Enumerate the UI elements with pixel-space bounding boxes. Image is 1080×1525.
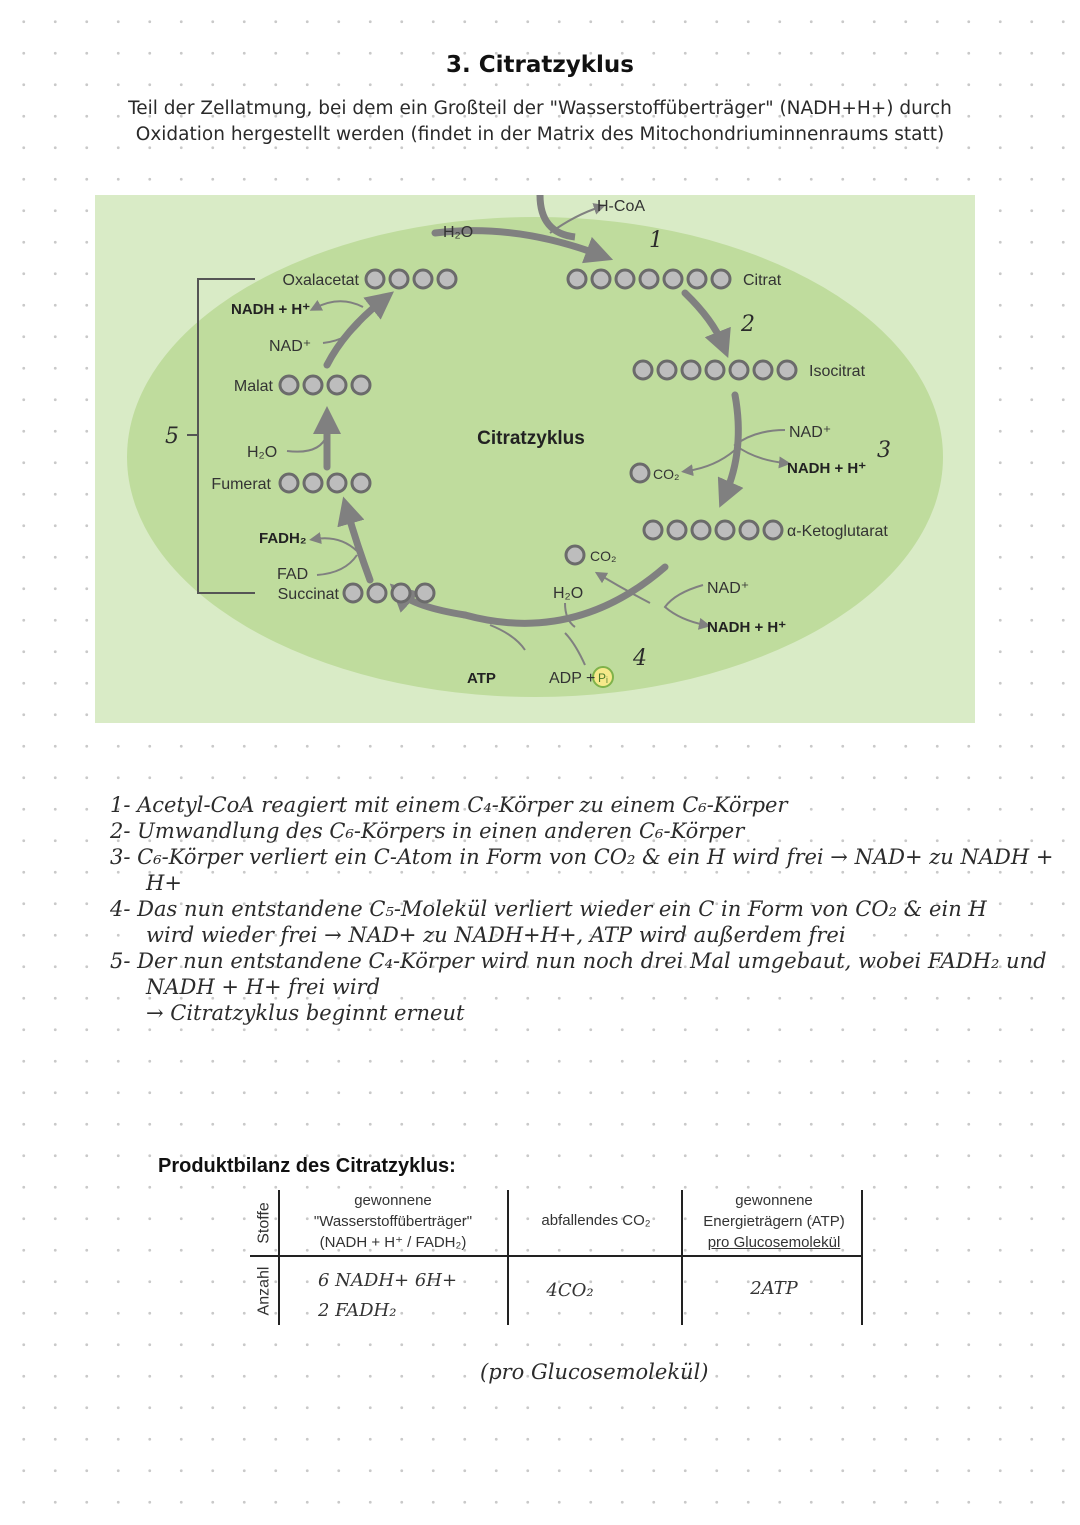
label-atp: ATP bbox=[467, 670, 496, 687]
co2-molecule-3 bbox=[629, 462, 651, 484]
arrow-succinat-fumerat bbox=[337, 496, 374, 584]
chain-oxalacetat bbox=[364, 268, 458, 290]
arrow-nad-nadh-1 bbox=[309, 299, 364, 311]
value-nadh: 6 NADH+ 6H+ bbox=[318, 1270, 458, 1291]
arrow-citrat-isocitrat bbox=[681, 289, 731, 358]
handwritten-notes: 1- Acetyl-CoA reagiert mit einem C₄-Körp… bbox=[110, 792, 1054, 1026]
arrow-fad bbox=[316, 554, 358, 576]
header-atp-l3: pro Glucosemolekül bbox=[707, 1234, 841, 1251]
chain-fumerat bbox=[278, 472, 372, 494]
label-citrat: Citrat bbox=[743, 272, 782, 289]
label-fad: FAD bbox=[277, 566, 308, 583]
arrow-nad-nadh-1b bbox=[322, 319, 364, 344]
arrow-atp bbox=[489, 624, 526, 651]
step-number-1: 1 bbox=[649, 228, 663, 253]
intro-line-2: Oxidation hergestellt werden (findet in … bbox=[135, 124, 945, 145]
label-succinat: Succinat bbox=[278, 586, 340, 603]
row-label-stoffe: Stoffe bbox=[255, 1202, 273, 1244]
note-line-4: 4- Das nun entstandene C₅-Molekül verlie… bbox=[110, 897, 987, 921]
chain-malat bbox=[278, 374, 372, 396]
row-label-anzahl-cell: Anzahl bbox=[250, 1258, 278, 1324]
label-oxalacetat: Oxalacetat bbox=[283, 272, 360, 289]
arrow-co2-3 bbox=[681, 449, 736, 477]
chain-succinat bbox=[342, 582, 436, 604]
arrow-malat-oxalacetat bbox=[323, 291, 394, 369]
note-line-3b: H+ bbox=[146, 871, 182, 895]
label-fumerat: Fumerat bbox=[211, 476, 271, 493]
co2-molecule-4 bbox=[564, 544, 586, 566]
value-co2: 4CO₂ bbox=[546, 1280, 594, 1301]
mitochondrion-ellipse bbox=[127, 217, 943, 697]
arrow-acetyl-coa bbox=[536, 195, 576, 241]
label-h2o-4: H₂O bbox=[553, 585, 583, 602]
label-p: Pᵢ bbox=[598, 671, 608, 685]
table-grid bbox=[250, 1190, 863, 1325]
label-h-coa: H-CoA bbox=[597, 198, 645, 215]
value-atp: 2ATP bbox=[750, 1278, 798, 1299]
label-center-citratzyklus: Citratzyklus bbox=[477, 428, 585, 449]
label-nad-3: NAD⁺ bbox=[789, 424, 831, 441]
label-isocitrat: Isocitrat bbox=[809, 363, 866, 380]
step-number-3: 3 bbox=[877, 438, 891, 463]
citratzyklus-diagram: Oxalacetat Citrat Isocitrat α-Ketoglutar… bbox=[95, 195, 975, 723]
arrow-h2o-4 bbox=[564, 602, 576, 628]
label-co2-3: CO₂ bbox=[653, 466, 679, 482]
step-number-2: 2 bbox=[740, 312, 755, 337]
header-co2-l1: abfallendes CO₂ bbox=[541, 1212, 651, 1229]
label-adp: ADP + bbox=[549, 670, 595, 687]
table-title: Produktbilanz des Citratzyklus: bbox=[158, 1155, 456, 1177]
label-nad-1: NAD⁺ bbox=[269, 338, 311, 355]
page-title: 3. Citratzyklus bbox=[446, 52, 634, 78]
arrow-h2o-fumerat bbox=[286, 434, 328, 453]
label-h2o-fumerat: H₂O bbox=[247, 444, 277, 461]
value-fadh2: 2 FADH₂ bbox=[318, 1300, 397, 1321]
note-line-1: 1- Acetyl-CoA reagiert mit einem C₄-Körp… bbox=[110, 793, 788, 817]
header-co2: abfallendes CO₂ bbox=[512, 1210, 680, 1231]
note-line-2: 2- Umwandlung des C₆-Körpers in einen an… bbox=[110, 819, 745, 843]
arrow-co2-4 bbox=[594, 571, 651, 604]
footnote-pro-glucosemolekuel: (pro Glucosemolekül) bbox=[480, 1360, 709, 1384]
header-wasserstoff-l2: "Wasserstoffüberträger" bbox=[313, 1213, 473, 1230]
arrow-fadh2 bbox=[309, 532, 358, 552]
product-balance-table: Stoffe Anzahl gewonnene "Wasserstoffüber… bbox=[250, 1190, 865, 1325]
note-line-5c: → Citratzyklus beginnt erneut bbox=[146, 1001, 465, 1025]
intro-line-1: Teil der Zellatmung, bei dem ein Großtei… bbox=[128, 98, 952, 119]
header-atp-l1: gewonnene bbox=[735, 1192, 813, 1209]
arrow-h-coa-out bbox=[549, 203, 606, 234]
arrow-nad-nadh-3 bbox=[733, 429, 791, 469]
row-label-anzahl: Anzahl bbox=[255, 1266, 273, 1316]
label-nadh-4: NADH + H⁺ bbox=[707, 619, 786, 636]
arrow-ketoglutarat-succinat bbox=[461, 563, 669, 627]
phosphate-icon bbox=[592, 666, 614, 688]
note-line-5: 5- Der nun entstandene C₄-Körper wird nu… bbox=[110, 949, 1047, 973]
arrow-h2o-in bbox=[486, 229, 536, 240]
arrow-nad-nadh-4 bbox=[663, 584, 711, 630]
header-atp-l2: Energieträgern (ATP) bbox=[703, 1213, 845, 1230]
intro-text: Teil der Zellatmung, bei dem ein Großtei… bbox=[110, 96, 970, 148]
header-atp: gewonnene Energieträgern (ATP) pro Gluco… bbox=[686, 1190, 862, 1253]
label-malat: Malat bbox=[234, 378, 274, 395]
label-fadh2: FADH₂ bbox=[259, 530, 307, 547]
arrow-adp bbox=[564, 632, 586, 666]
label-nad-4: NAD⁺ bbox=[707, 580, 749, 597]
note-line-3: 3- C₆-Körper verliert ein C-Atom in Form… bbox=[110, 845, 1054, 869]
label-h2o-1: H₂O bbox=[443, 224, 473, 241]
label-co2-4: CO₂ bbox=[590, 548, 616, 564]
header-wasserstoff-l1: gewonnene bbox=[354, 1192, 432, 1209]
row-label-stoffe-cell: Stoffe bbox=[250, 1190, 278, 1256]
chain-citrat bbox=[566, 268, 732, 290]
label-nadh-3: NADH + H⁺ bbox=[787, 460, 866, 477]
value-wasserstoff: 6 NADH+ 6H+ 2 FADH₂ bbox=[318, 1266, 457, 1326]
note-line-5b: NADH + H+ frei wird bbox=[146, 975, 381, 999]
note-line-4b: wird wieder frei → NAD+ zu NADH+H+, ATP … bbox=[146, 923, 846, 947]
step-number-5: 5 bbox=[165, 424, 179, 449]
chain-isocitrat bbox=[632, 359, 798, 381]
header-wasserstoff-l3: (NADH + H⁺ / FADH₂) bbox=[319, 1234, 467, 1251]
chain-ketoglutarat bbox=[642, 519, 784, 541]
label-ketoglutarat: α-Ketoglutarat bbox=[787, 523, 888, 540]
label-nadh-1: NADH + H⁺ bbox=[231, 301, 310, 318]
step-number-4: 4 bbox=[632, 646, 647, 671]
header-wasserstoff: gewonnene "Wasserstoffüberträger" (NADH … bbox=[282, 1190, 504, 1253]
